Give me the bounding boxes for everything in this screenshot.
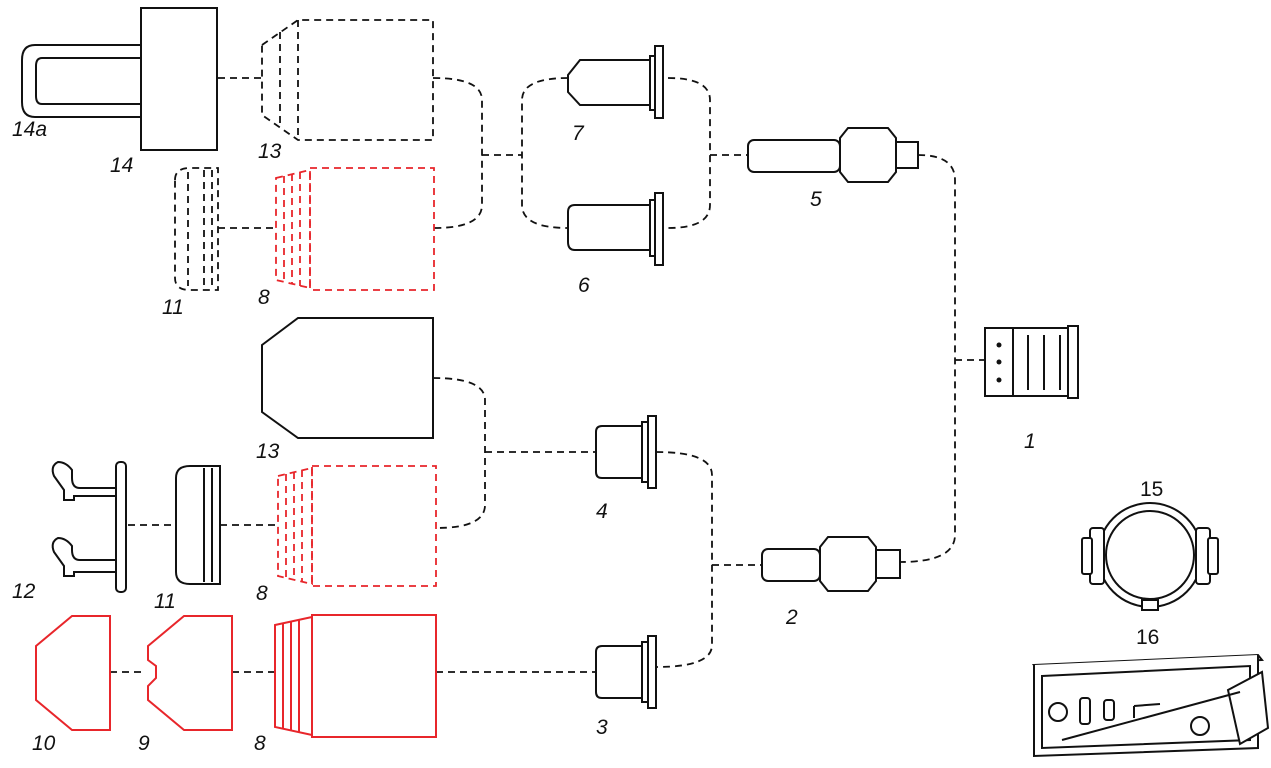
label-9: 9 bbox=[138, 732, 150, 755]
label-14: 14 bbox=[110, 154, 133, 177]
label-8-bottom: 8 bbox=[254, 732, 266, 755]
label-3: 3 bbox=[596, 716, 608, 739]
label-11-middle: 11 bbox=[154, 590, 176, 613]
part-16-case bbox=[1031, 653, 1270, 758]
part-3 bbox=[595, 635, 657, 709]
part-1 bbox=[984, 325, 1079, 399]
label-6: 6 bbox=[578, 274, 590, 297]
part-6 bbox=[567, 192, 664, 266]
part-15-ring bbox=[1081, 502, 1219, 611]
part-2 bbox=[761, 536, 901, 592]
part-11-dashed bbox=[174, 167, 219, 291]
part-8-red-solid bbox=[274, 614, 437, 738]
label-8-top: 8 bbox=[258, 286, 270, 309]
part-7 bbox=[567, 45, 664, 119]
label-16: 16 bbox=[1136, 626, 1159, 649]
connection-lines bbox=[110, 77, 985, 673]
label-5: 5 bbox=[810, 188, 822, 211]
label-13-top: 13 bbox=[258, 140, 282, 163]
label-7: 7 bbox=[572, 122, 585, 145]
part-14-handle bbox=[21, 7, 218, 151]
label-13-middle: 13 bbox=[256, 440, 280, 463]
label-15: 15 bbox=[1140, 478, 1163, 501]
part-4 bbox=[595, 415, 657, 489]
part-13-solid bbox=[261, 317, 434, 439]
part-11-solid bbox=[175, 465, 221, 585]
part-13-dashed bbox=[261, 19, 434, 141]
label-11-top: 11 bbox=[162, 296, 184, 319]
part-9-red bbox=[147, 615, 233, 731]
label-2: 2 bbox=[785, 606, 798, 629]
label-8-middle: 8 bbox=[256, 582, 268, 605]
labels: 14a 14 13 11 8 7 6 5 1 13 4 12 11 8 2 15… bbox=[12, 118, 1163, 755]
part-12-stand bbox=[51, 460, 127, 593]
part-8-red-dashed-top bbox=[275, 167, 435, 291]
part-5 bbox=[747, 127, 919, 183]
label-1: 1 bbox=[1024, 430, 1036, 453]
part-8-red-dashed-middle bbox=[277, 465, 437, 587]
label-12: 12 bbox=[12, 580, 36, 603]
part-10-red bbox=[35, 615, 111, 731]
label-14a: 14a bbox=[12, 118, 47, 141]
label-4: 4 bbox=[596, 500, 608, 523]
label-10: 10 bbox=[32, 732, 56, 755]
